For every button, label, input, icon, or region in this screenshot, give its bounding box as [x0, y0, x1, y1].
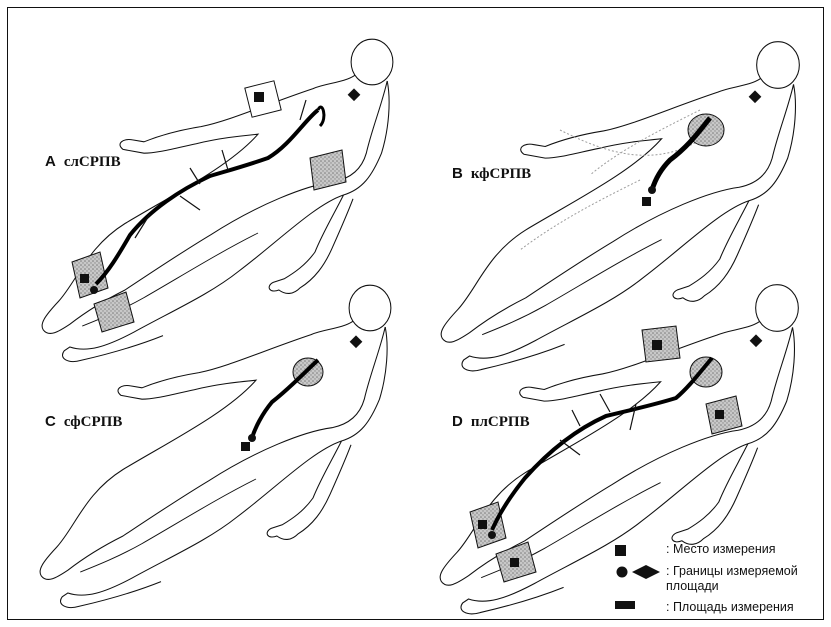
- panel-c-body: [40, 285, 391, 607]
- legend-bounds-text: : Границы измеряемой площади: [666, 564, 816, 594]
- legend: : Место измерения : Границы измеряемой п…: [610, 542, 822, 618]
- panel-b-letter: B: [452, 165, 463, 182]
- legend-row-area: : Площадь измерения: [610, 600, 822, 618]
- panel-b-title: кфСРПВ: [471, 166, 531, 182]
- panel-a-letter: A: [45, 153, 56, 170]
- panel-d-title: плСРПВ: [471, 414, 530, 430]
- panel-c-title: сфСРПВ: [64, 414, 123, 430]
- legend-area-text: : Площадь измерения: [666, 600, 794, 614]
- panel-d-letter: D: [452, 413, 463, 430]
- legend-row-site: : Место измерения: [610, 542, 822, 564]
- legend-row-bounds: : Границы измеряемой площади: [610, 564, 822, 600]
- panel-c-letter: C: [45, 413, 56, 430]
- panel-b-body: [441, 42, 799, 371]
- panel-a-body: [42, 39, 393, 361]
- legend-site-text: : Место измерения: [666, 542, 776, 556]
- panel-a-title: слСРПВ: [64, 154, 121, 170]
